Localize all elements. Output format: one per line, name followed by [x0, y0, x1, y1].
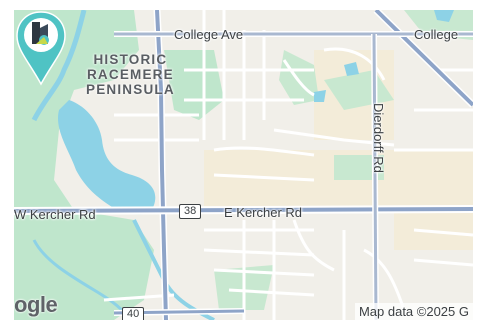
river — [31, 10, 87, 122]
map-pin-icon[interactable] — [14, 10, 68, 86]
residential-area — [394, 160, 473, 250]
route-shield-40: 40 — [122, 307, 145, 320]
street-label-w-kercher-rd: W Kercher Rd — [14, 207, 96, 222]
pond — [434, 10, 454, 22]
major-roads — [14, 10, 473, 320]
street-label-college-ave-east: College — [414, 27, 459, 42]
map-attribution[interactable]: Map data ©2025 G — [354, 303, 473, 320]
park-area — [164, 50, 224, 120]
park-area — [14, 10, 154, 320]
pond — [344, 62, 359, 76]
street-label-college-ave: College Ave — [174, 27, 244, 42]
map-provider-logo[interactable]: ogle — [14, 292, 58, 317]
district-label-line: PENINSULA — [86, 82, 175, 97]
park-area — [334, 155, 384, 180]
map-viewport[interactable]: HISTORIC RACEMERE PENINSULA College Ave … — [14, 10, 473, 320]
street-label-dierdorff-rd: Dierdorff Rd — [371, 103, 386, 173]
pond — [314, 90, 326, 102]
map-base-layer — [14, 10, 473, 320]
district-label-line: HISTORIC — [93, 52, 168, 67]
street-label-e-kercher-rd: E Kercher Rd — [224, 205, 303, 220]
minor-streets — [103, 10, 473, 320]
route-shield-38: 38 — [179, 204, 202, 219]
park-area — [279, 50, 319, 105]
lake — [57, 100, 156, 215]
district-label: HISTORIC RACEMERE PENINSULA — [86, 52, 175, 97]
district-label-line: RACEMERE — [86, 67, 174, 82]
